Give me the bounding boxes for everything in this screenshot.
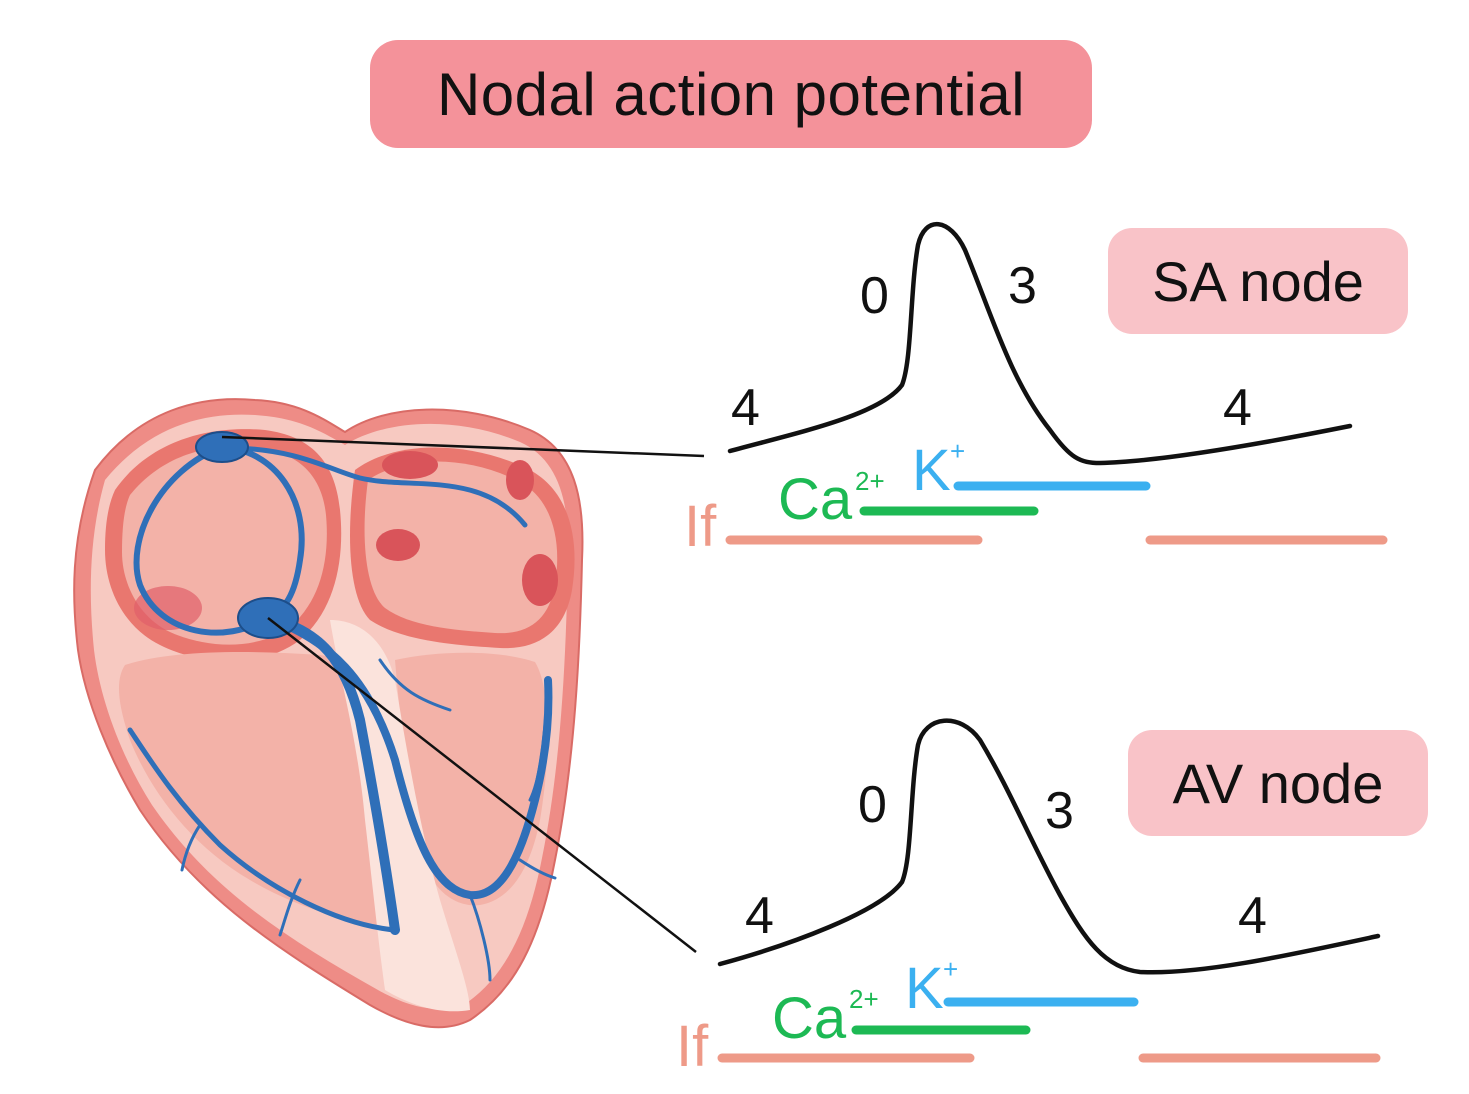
sa-phase-4-left-label: 4 xyxy=(731,379,760,437)
sa-potassium-label: K xyxy=(912,438,951,503)
sa-calcium-charge: 2+ xyxy=(855,466,885,496)
sa-potassium-charge: + xyxy=(950,436,965,466)
valve-spot xyxy=(522,554,558,606)
sa-node-icon xyxy=(195,431,249,463)
av-connector-line xyxy=(267,617,697,953)
av-phase-3-label: 3 xyxy=(1045,782,1074,840)
sa-node-label: SA node xyxy=(1108,228,1408,334)
valve-spot xyxy=(382,451,438,479)
av-phase-4-left-label: 4 xyxy=(745,887,774,945)
diagram-title-box: Nodal action potential xyxy=(370,40,1092,148)
av-node-label: AV node xyxy=(1128,730,1428,836)
av-calcium-label: Ca xyxy=(772,986,847,1051)
sa-funny-current-label: If xyxy=(684,494,717,559)
sa-phase-4-right-label: 4 xyxy=(1223,379,1252,437)
sa-calcium-label: Ca xyxy=(778,467,853,532)
valve-spot xyxy=(134,586,202,630)
av-phase-0-label: 0 xyxy=(858,776,887,834)
heart-icon xyxy=(73,398,584,1029)
left-ventricle xyxy=(395,652,548,906)
right-ventricle xyxy=(118,652,398,930)
valve-spot xyxy=(506,460,534,500)
av-potassium-charge: + xyxy=(943,954,958,984)
valve-spot xyxy=(376,529,420,561)
av-action-potential-curve xyxy=(717,718,1381,975)
left-atrium-inner xyxy=(364,461,558,634)
septum xyxy=(330,620,470,1012)
sa-phase-3-label: 3 xyxy=(1008,257,1037,315)
sa-connector-line xyxy=(221,435,705,458)
av-potassium-label: K xyxy=(905,956,944,1021)
av-node-panel: 0 3 4 4 If Ca 2+ K + xyxy=(676,718,1381,1079)
sa-phase-0-label: 0 xyxy=(860,267,889,325)
av-calcium-charge: 2+ xyxy=(849,984,879,1014)
av-funny-current-label: If xyxy=(676,1014,709,1079)
diagram-title: Nodal action potential xyxy=(436,60,1026,128)
sa-node-panel: 0 3 4 4 If Ca 2+ K + xyxy=(684,222,1388,559)
av-phase-4-right-label: 4 xyxy=(1238,887,1267,945)
sa-action-potential-curve xyxy=(727,222,1353,466)
